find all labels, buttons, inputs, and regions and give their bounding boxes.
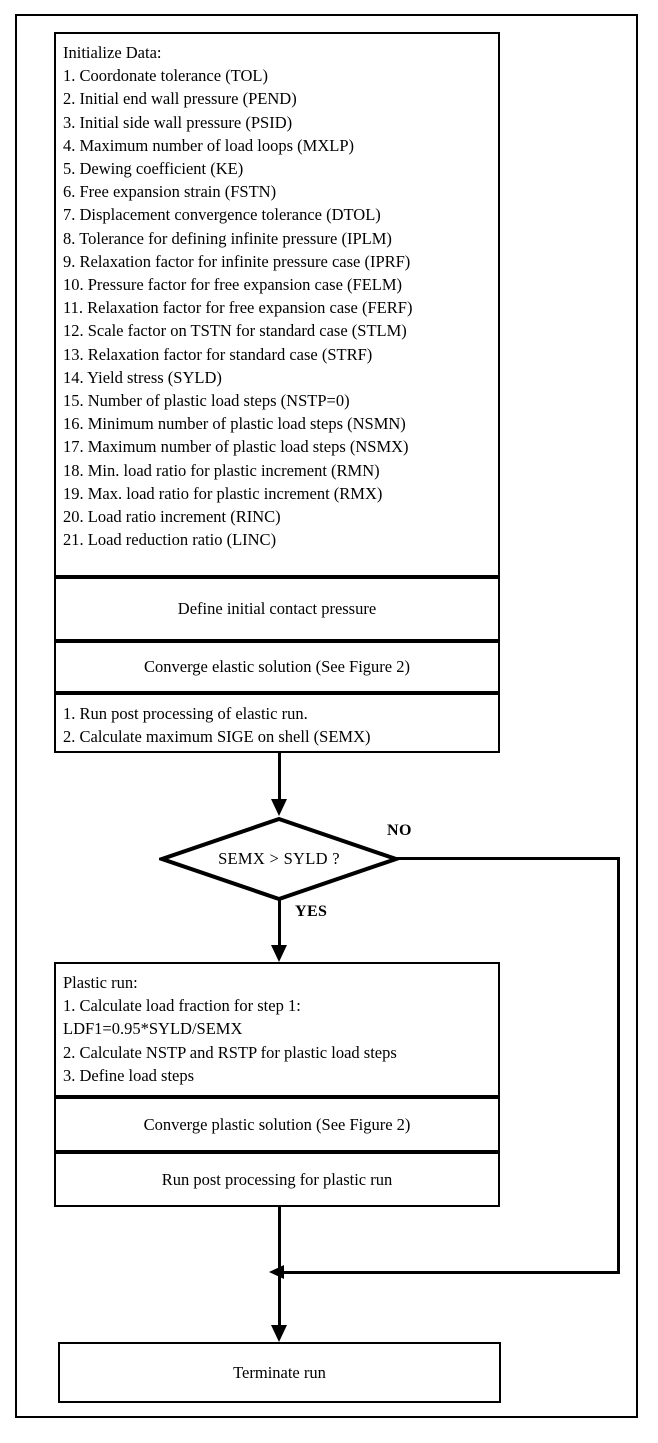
converge-elastic-solution-box: Converge elastic solution (See Figure 2) [54, 641, 500, 693]
post-process-plastic-box: Run post processing for plastic run [54, 1152, 500, 1207]
initialize-data-box: Initialize Data: 1. Coordonate tolerance… [54, 32, 500, 577]
edge-yes-vertical [278, 899, 281, 945]
initialize-data-text: Initialize Data: 1. Coordonate tolerance… [63, 43, 413, 550]
terminate-run-text: Terminate run [233, 1362, 326, 1382]
plastic-run-text: Plastic run: 1. Calculate load fraction … [63, 973, 397, 1085]
post-process-plastic-text: Run post processing for plastic run [161, 1169, 393, 1189]
edge-yes-arrowhead [271, 945, 287, 962]
edge-post-elastic-to-decision [278, 753, 281, 799]
edge-no-horizontal-top [394, 857, 620, 860]
edge-post-plastic-to-terminate [278, 1207, 281, 1325]
edge-terminate-arrowhead [271, 1325, 287, 1342]
edge-label-yes: YES [295, 903, 328, 920]
post-process-elastic-text: 1. Run post processing of elastic run. 2… [63, 704, 371, 747]
figure-outer-border: Initialize Data: 1. Coordonate tolerance… [15, 14, 638, 1418]
edge-no-arrowhead [269, 1265, 284, 1279]
converge-plastic-solution-text: Converge plastic solution (See Figure 2) [143, 1114, 411, 1134]
edge-label-no: NO [387, 822, 412, 839]
converge-plastic-solution-box: Converge plastic solution (See Figure 2) [54, 1097, 500, 1152]
converge-elastic-solution-text: Converge elastic solution (See Figure 2) [144, 657, 410, 677]
edge-no-vertical-right [617, 857, 620, 1274]
edge-no-horizontal-bottom [281, 1271, 620, 1274]
define-initial-contact-pressure-text: Define initial contact pressure [177, 599, 377, 619]
terminate-run-box: Terminate run [58, 1342, 501, 1403]
post-process-elastic-box: 1. Run post processing of elastic run. 2… [54, 693, 500, 753]
decision-label: SEMX > SYLD ? [218, 849, 340, 868]
edge-post-elastic-to-decision-arrowhead [271, 799, 287, 816]
define-initial-contact-pressure-box: Define initial contact pressure [54, 577, 500, 641]
decision-semx-gt-syld: SEMX > SYLD ? [159, 816, 399, 902]
plastic-run-box: Plastic run: 1. Calculate load fraction … [54, 962, 500, 1097]
